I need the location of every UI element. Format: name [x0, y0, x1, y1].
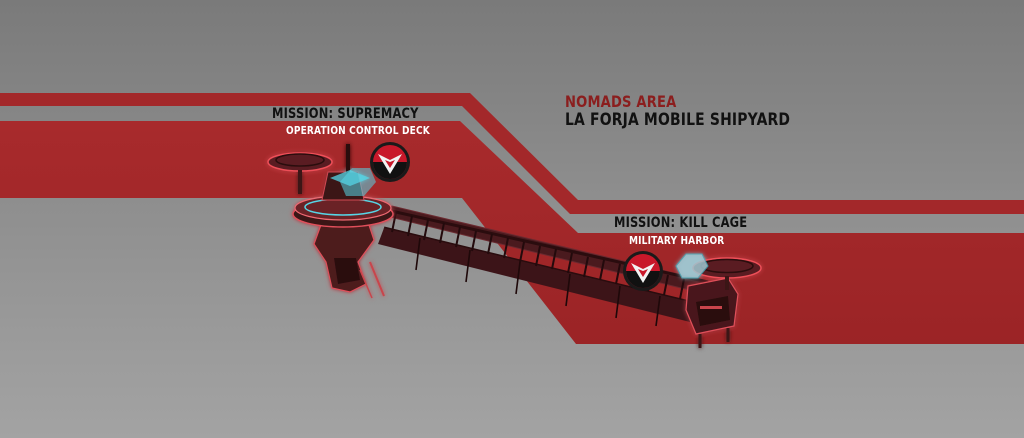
faction-chevron-emblem[interactable]: [623, 251, 663, 291]
faction-chevron-emblem[interactable]: [370, 142, 410, 182]
hologram-marker: [340, 168, 376, 196]
mission-supremacy-title[interactable]: MISSION: SUPREMACY: [272, 106, 419, 122]
wide-red-band: [0, 121, 1024, 344]
military-harbor-structure: [675, 253, 762, 348]
mission-kill-cage-location: MILITARY HARBOR: [629, 234, 725, 247]
mission-supremacy-location: OPERATION CONTROL DECK: [286, 124, 430, 137]
thin-red-stripe: [0, 93, 1024, 214]
area-name: NOMADS AREA: [565, 92, 677, 111]
mission-kill-cage-title[interactable]: MISSION: KILL CAGE: [614, 215, 748, 231]
area-title: LA FORJA MOBILE SHIPYARD: [565, 110, 791, 130]
